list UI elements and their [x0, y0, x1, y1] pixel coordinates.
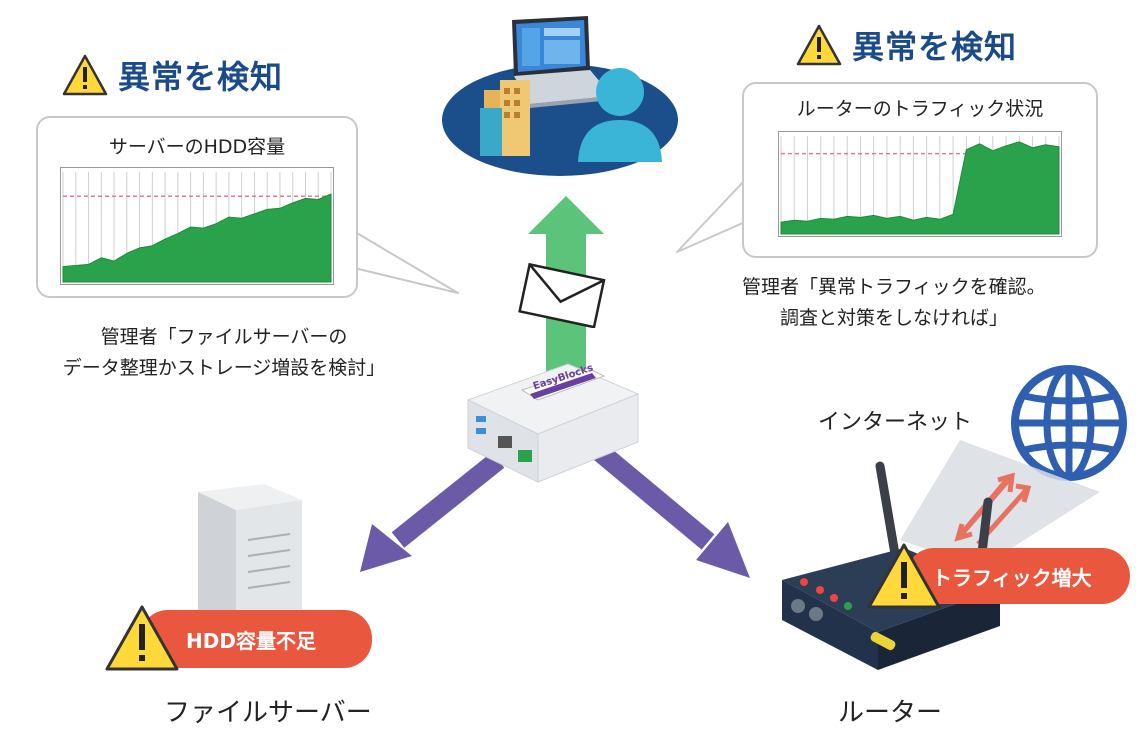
hdd-alert-badge: HDD容量不足: [140, 610, 372, 668]
left-admin-note: 管理者「ファイルサーバーの データ整理かストレージ増設を検討」: [14, 322, 434, 384]
envelope-icon: [518, 262, 606, 328]
easyblocks-device: EasyBlocks: [458, 350, 648, 490]
warning-icon: [105, 605, 179, 671]
left-warning-title: 異常を検知: [62, 52, 283, 98]
file-server-caption: ファイルサーバー: [164, 698, 372, 728]
router-caption: ルーター: [838, 698, 943, 728]
right-admin-note-line2: 調査と対策をしなければ」: [780, 307, 1009, 329]
warning-icon: [796, 24, 842, 66]
arrow-to-file-server: [360, 452, 505, 572]
hdd-alert-text: HDD容量不足: [186, 628, 316, 653]
admin-user-icon: [578, 68, 662, 162]
warning-icon: [867, 543, 941, 609]
right-admin-note: 管理者「異常トラフィックを確認。 調査と対策をしなければ」: [742, 272, 1134, 334]
internet-label: インターネット: [818, 410, 973, 435]
hdd-chart: [60, 167, 334, 285]
right-warning-title: 異常を検知: [796, 22, 1017, 68]
building-icon: [480, 80, 530, 156]
right-admin-note-line1: 管理者「異常トラフィックを確認。: [742, 276, 1046, 298]
traffic-chart-label: ルーターのトラフィック状況: [796, 98, 1044, 120]
traffic-alert-text: トラフィック増大: [932, 565, 1092, 590]
hdd-chart-label: サーバーのHDD容量: [108, 136, 286, 158]
traffic-chart-panel: ルーターのトラフィック状況: [742, 82, 1098, 258]
left-admin-note-line2: データ整理かストレージ増設を検討」: [62, 357, 386, 379]
admin-scene: [440, 12, 690, 177]
laptop-icon: [512, 16, 612, 108]
traffic-chart: [778, 131, 1062, 237]
globe-icon: [1011, 365, 1127, 481]
left-admin-note-line1: 管理者「ファイルサーバーの: [100, 326, 348, 348]
right-warning-text: 異常を検知: [852, 28, 1018, 66]
hdd-chart-panel: サーバーのHDD容量: [36, 116, 358, 298]
left-warning-text: 異常を検知: [118, 58, 284, 96]
arrow-to-router: [593, 444, 750, 578]
traffic-alert-badge: トラフィック増大: [906, 548, 1130, 604]
left-bubble-tail: [350, 228, 459, 294]
warning-icon: [62, 54, 108, 96]
